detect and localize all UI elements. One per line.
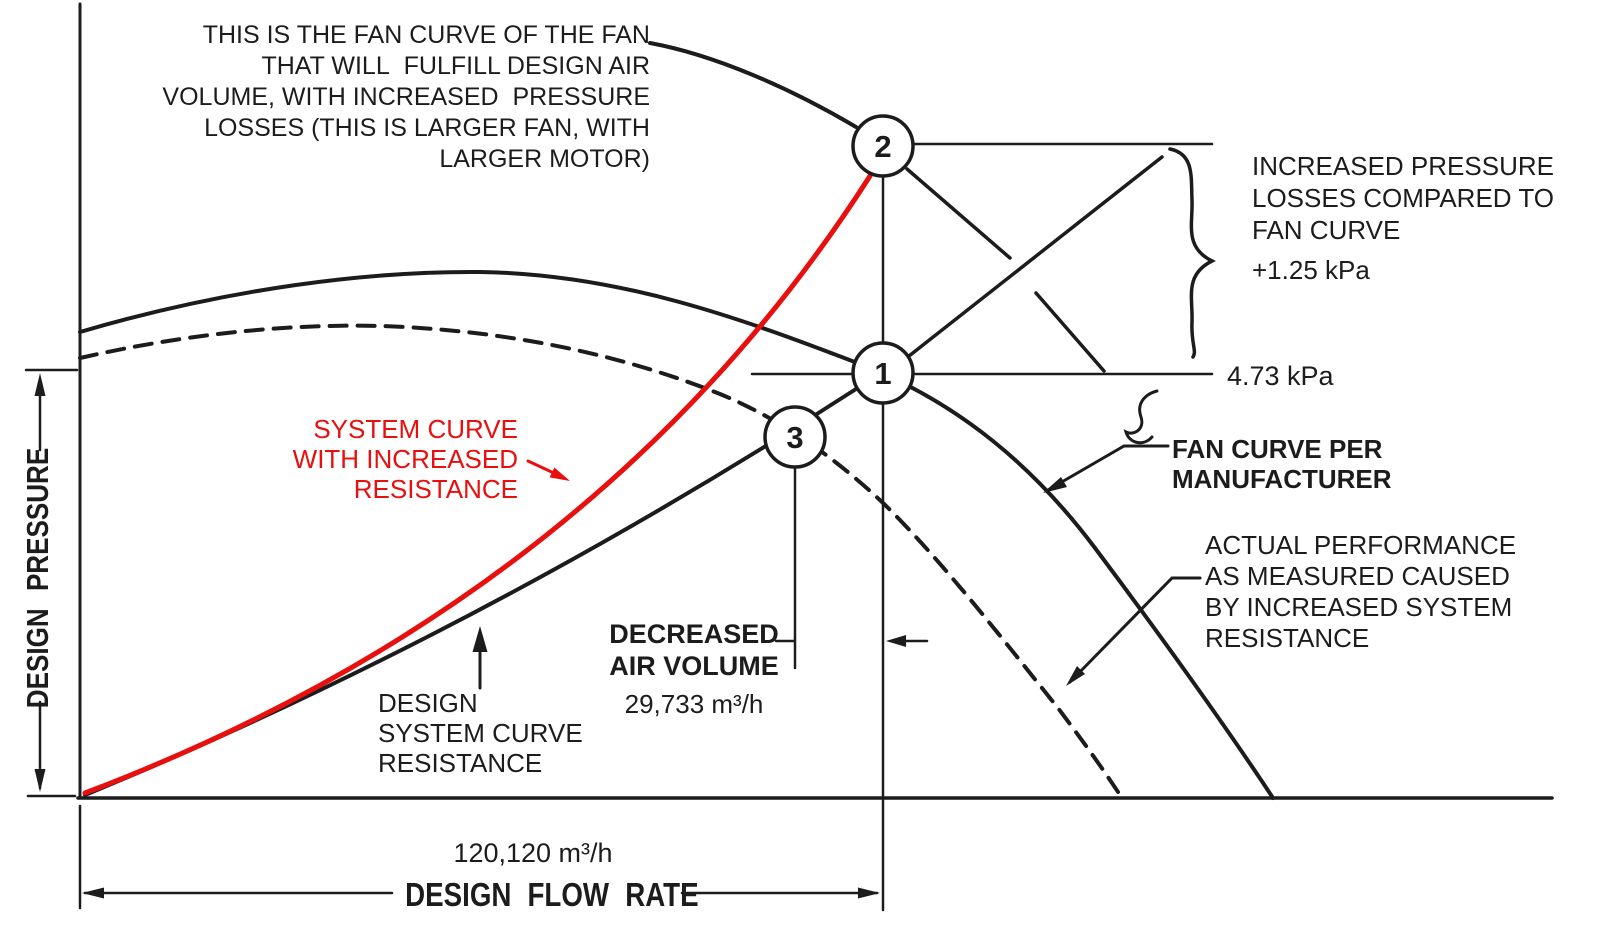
label-line: BY INCREASED SYSTEM — [1205, 592, 1513, 622]
actual-performance-leader — [1068, 576, 1202, 684]
actual-performance-arrowhead — [1066, 666, 1085, 686]
actual-performance-curve-dashed — [78, 323, 1124, 800]
break-squiggle — [1123, 389, 1159, 445]
label-line: INCREASED PRESSURE — [1252, 151, 1554, 181]
point-1-number: 1 — [874, 356, 891, 391]
transfer-line-from-point1 — [907, 155, 1164, 358]
pressure-dim-up-arrowhead — [34, 373, 46, 396]
flow-dim-left-arrowhead — [82, 887, 104, 899]
increased-loss-value: +1.25 kPa — [1252, 255, 1370, 285]
y-axis-label: DESIGN PRESSURE — [20, 447, 55, 709]
fan-curve-manufacturer — [78, 269, 1275, 800]
label-line: RESISTANCE — [353, 474, 518, 504]
decreased-air-volume-label: DECREASED AIR VOLUME 29,733 m³/h — [590, 618, 798, 720]
label-line: FAN CURVE — [1252, 215, 1401, 245]
flow-dim-right-arrowhead — [858, 887, 880, 899]
point-3-circle — [763, 405, 827, 469]
label-line: AS MEASURED CAUSED — [1205, 561, 1510, 591]
note-line: VOLUME, WITH INCREASED PRESSURE — [162, 83, 650, 111]
point-2-number: 2 — [874, 129, 891, 164]
design-flow-value: 120,120 m³/h — [453, 838, 613, 868]
point-2-circle — [851, 114, 915, 178]
note-line: LARGER MOTOR) — [439, 145, 650, 173]
label-line: DECREASED — [609, 619, 779, 649]
label-line: RESISTANCE — [1205, 623, 1370, 653]
larger-fan-note: THIS IS THE FAN CURVE OF THE FAN THAT WI… — [60, 20, 650, 175]
transfer-line-from-point2 — [905, 167, 1106, 373]
actual-performance-label: ACTUAL PERFORMANCE AS MEASURED CAUSED BY… — [1205, 530, 1516, 654]
label-line: ACTUAL PERFORMANCE — [1205, 530, 1517, 560]
decreased-volume-arrowhead — [886, 635, 906, 647]
label-line: DESIGN — [378, 688, 478, 718]
pressure-dim-down-arrowhead — [34, 769, 46, 792]
system-curve-increased-label: SYSTEM CURVE WITH INCREASED RESISTANCE — [218, 414, 518, 504]
note-line: LOSSES (THIS IS LARGER FAN, WITH — [204, 114, 650, 142]
fan-curve-leader-arrowhead — [1043, 477, 1067, 493]
note-line: THAT WILL FULFILL DESIGN AIR — [261, 52, 650, 80]
increased-losses-label: INCREASED PRESSURE LOSSES COMPARED TO FA… — [1252, 150, 1554, 286]
label-line: WITH INCREASED — [292, 444, 518, 474]
label-line: MANUFACTURER — [1172, 464, 1392, 494]
decreased-air-volume-value: 29,733 m³/h — [624, 689, 764, 719]
point-3-number: 3 — [786, 420, 803, 455]
point-1-circle — [851, 341, 915, 405]
label-line: LOSSES COMPARED TO — [1252, 183, 1554, 213]
system-curve-leader — [526, 459, 558, 476]
note-line: THIS IS THE FAN CURVE OF THE FAN — [202, 21, 650, 49]
larger-fan-curve — [648, 41, 858, 129]
fan-curve-leader — [1046, 444, 1170, 492]
label-line: SYSTEM CURVE — [378, 718, 583, 748]
design-system-curve-label: DESIGN SYSTEM CURVE RESISTANCE — [378, 688, 583, 778]
label-line: AIR VOLUME — [609, 651, 779, 681]
system-curve-leader-arrowhead — [549, 467, 570, 481]
pressure-loss-brace — [1168, 147, 1216, 359]
label-line: SYSTEM CURVE — [313, 414, 518, 444]
design-system-arrowhead — [472, 626, 488, 652]
x-axis-label: DESIGN FLOW RATE — [405, 876, 699, 913]
increased-system-curve-red — [82, 173, 873, 796]
label-line: RESISTANCE — [378, 748, 543, 778]
design-pressure-value: 4.73 kPa — [1227, 361, 1334, 391]
label-line: FAN CURVE PER — [1172, 434, 1383, 464]
fan-curve-label: FAN CURVE PER MANUFACTURER — [1172, 434, 1392, 494]
